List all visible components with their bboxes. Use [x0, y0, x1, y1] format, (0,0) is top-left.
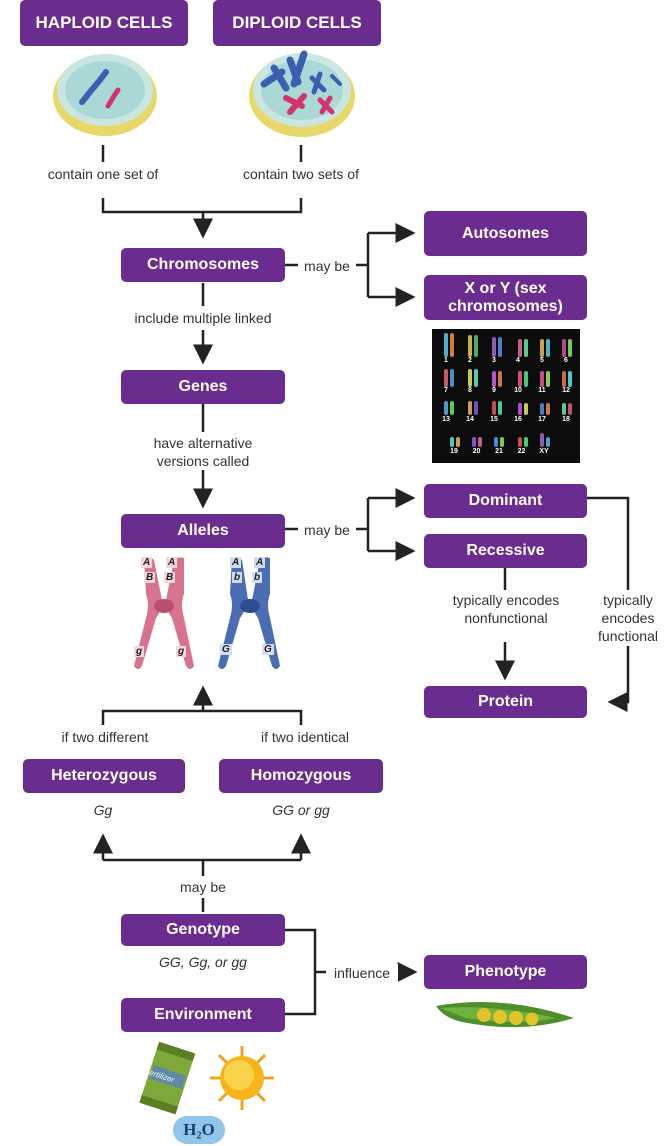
karyotype-num: 18: [562, 416, 570, 423]
may-be-label-2: may be: [298, 521, 356, 540]
karyotype-num: 5: [540, 357, 544, 364]
environment-box: Environment: [121, 998, 285, 1032]
recessive-box: Recessive: [424, 534, 587, 568]
phenotype-box: Phenotype: [424, 955, 587, 989]
karyotype-row-2: 7 8 9 10 11 12: [436, 387, 576, 394]
water-label: H₂O: [173, 1116, 225, 1144]
fertilizer-bag-shape: [139, 1041, 196, 1115]
chromosomes-box: Chromosomes: [121, 248, 285, 282]
genes-box: Genes: [121, 370, 285, 404]
karyotype-num: 6: [564, 357, 568, 364]
sun-image: [210, 1046, 274, 1110]
allele-label: A: [230, 557, 242, 568]
alleles-box: Alleles: [121, 514, 285, 548]
heterozygous-box: Heterozygous: [23, 759, 185, 793]
karyotype-num: 9: [492, 387, 496, 394]
karyotype-num: 8: [468, 387, 472, 394]
protein-box: Protein: [424, 686, 587, 718]
typically-functional-label: typically encodes functional: [585, 591, 671, 646]
karyotype-num: 21: [495, 448, 503, 455]
may-be-label-3: may be: [168, 878, 238, 897]
homozygous-box: Homozygous: [219, 759, 383, 793]
karyotype-row-4: 19 20 21 22 XY: [444, 448, 554, 455]
blue-chromosome-shape: [218, 557, 280, 669]
homozygous-example: GG or gg: [272, 802, 330, 818]
pink-chromosome-shape: [134, 557, 194, 669]
sex-chromosomes-box: X or Y (sex chromosomes): [424, 275, 587, 320]
haploid-cell-image: [53, 54, 157, 136]
allele-label: g: [176, 646, 187, 657]
include-multiple-label: include multiple linked: [113, 309, 293, 328]
autosomes-box: Autosomes: [424, 211, 587, 256]
karyotype-num: 11: [538, 387, 546, 394]
karyotype-num: 1: [444, 357, 448, 364]
allele-label: g: [134, 646, 145, 657]
karyotype-num: 14: [466, 416, 474, 423]
allele-label: A: [254, 557, 266, 568]
contain-two-label: contain two sets of: [240, 165, 362, 184]
allele-label: G: [262, 644, 274, 655]
karyotype-row-3: 13 14 15 16 17 18: [436, 416, 576, 423]
karyotype-num: 7: [444, 387, 448, 394]
karyotype-num: 15: [490, 416, 498, 423]
karyotype-num: 17: [538, 416, 546, 423]
karyotype-num: 4: [516, 357, 520, 364]
allele-label: A: [166, 557, 178, 568]
allele-label: B: [164, 572, 176, 583]
karyotype-num: 16: [514, 416, 522, 423]
allele-label: b: [232, 572, 243, 583]
haploid-cells-box: HAPLOID CELLS: [20, 0, 188, 46]
if-two-identical-label: if two identical: [261, 729, 349, 745]
karyotype-num: 12: [562, 387, 570, 394]
karyotype-num: 3: [492, 357, 496, 364]
karyotype-row-1: 1 2 3 4 5 6: [436, 357, 576, 364]
contain-one-label: contain one set of: [40, 165, 166, 184]
diploid-cells-box: DIPLOID CELLS: [213, 0, 381, 46]
karyotype-chromosomes: [444, 333, 572, 447]
blue-chromosome-image: A A b b G G: [214, 554, 284, 674]
karyotype-num: 2: [468, 357, 472, 364]
fertilizer-bag-image: Fertilizer: [132, 1040, 202, 1118]
genotype-box: Genotype: [121, 914, 285, 946]
dominant-box: Dominant: [424, 484, 587, 518]
allele-label: B: [144, 572, 156, 583]
pink-chromosome-image: A A B B g g: [132, 554, 202, 674]
heterozygous-example: Gg: [93, 802, 113, 818]
influence-label: influence: [326, 964, 398, 983]
if-two-different-label: if two different: [61, 729, 149, 745]
karyotype-num: XY: [539, 448, 549, 455]
allele-label: b: [252, 572, 263, 583]
karyotype-num: 10: [514, 387, 522, 394]
have-alternative-label: have alternative versions called: [128, 434, 278, 471]
genotype-examples: GG, Gg, or gg: [159, 954, 247, 970]
karyotype-num: 19: [450, 448, 458, 455]
karyotype-image: 1 2 3 4 5 6 7 8 9 10 11 12 13 14 15 16 1…: [432, 329, 580, 463]
karyotype-num: 20: [472, 448, 481, 455]
allele-label: G: [220, 644, 232, 655]
karyotype-num: 13: [442, 416, 450, 423]
allele-label: A: [141, 557, 153, 568]
typically-nonfunctional-label: typically encodes nonfunctional: [450, 591, 562, 628]
pea-pod-image: [436, 1002, 574, 1028]
karyotype-num: 22: [517, 448, 526, 455]
diploid-cell-image: [249, 50, 355, 137]
may-be-label-1: may be: [298, 257, 356, 276]
